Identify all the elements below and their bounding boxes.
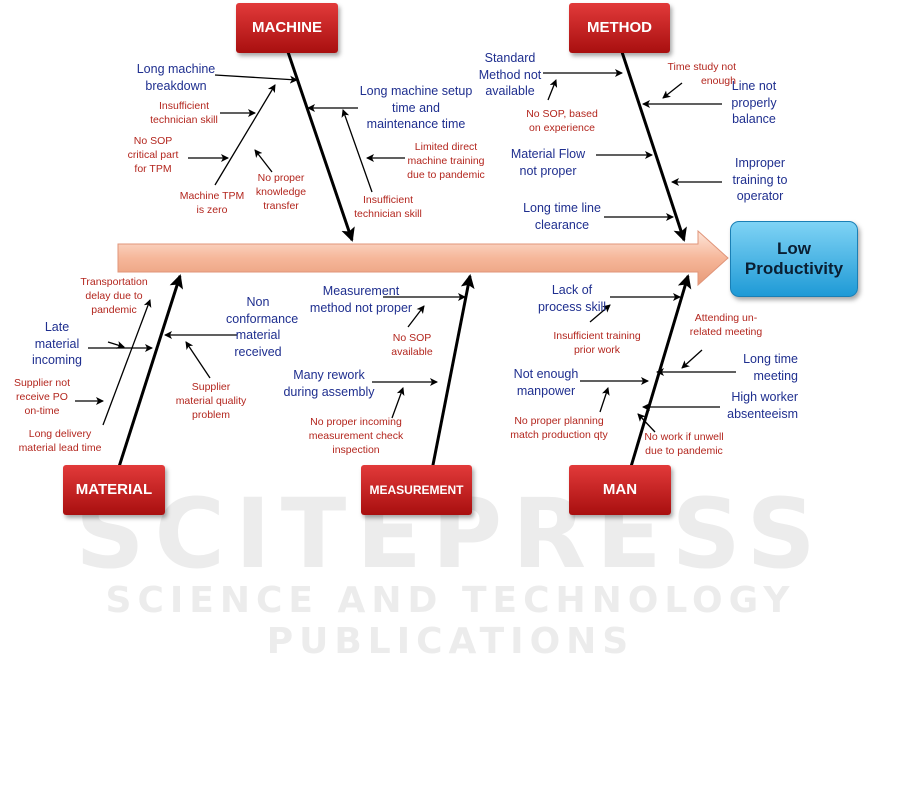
subcause-long-delivery-lead-time: Long delivery material lead time [18,428,102,454]
subcause-insufficient-technician-skill: Insufficient technician skill [150,100,218,126]
measurement-category-box: MEASUREMENT [361,465,472,515]
subcause-insufficient-training-prior-work: Insufficient training prior work [553,330,641,356]
subcause-insufficient-technician-skill-2: Insufficient technician skill [354,194,422,220]
cause-long-time-meeting: Long time meeting [743,352,798,383]
method-bone [620,51,687,242]
cause-high-worker-absenteeism: High worker absenteeism [727,390,798,421]
method-category-box: METHOD [569,3,670,53]
effect-label: Low Productivity [744,239,844,278]
watermark-subtitle: SCIENCE AND TECHNOLOGY PUBLICATIONS [105,580,796,662]
subcause-no-work-if-unwell: No work if unwell due to pandemic [644,431,724,457]
cause-standard-method-not-available: Standard Method not available [478,51,542,98]
subcause-machine-tpm-zero: Machine TPM is zero [179,190,245,216]
subcause-attending-unrelated-meeting: Attending un- related meeting [689,312,763,338]
man-category-box: MAN [569,465,671,515]
cause-long-time-line-clearance: Long time line clearance [523,201,601,232]
material-category-box: MATERIAL [63,465,165,515]
spine-arrow [117,229,729,287]
measurement-bone [430,274,475,471]
material-bone [116,274,184,471]
cause-lack-of-process-skill: Lack of process skill [537,283,607,314]
subcause-supplier-material-quality: Supplier material quality problem [175,381,247,421]
machine-bone [286,51,355,242]
subcause-no-proper-planning: No proper planning match production qty [510,415,608,441]
cause-not-enough-manpower: Not enough manpower [513,367,579,398]
cause-measurement-method-not-proper: Measurement method not proper [309,284,413,315]
cause-non-conformance-material: Non conformance material received [226,295,299,359]
subcause-no-sop-critical-part: No SOP critical part for TPM [127,135,179,175]
machine-category-box: MACHINE [236,3,338,53]
subcause-limited-machine-training: Limited direct machine training due to p… [407,141,485,181]
subcause-time-study-not-enough: Time study not enough [667,61,736,87]
cause-long-machine-setup: Long machine setup time and maintenance … [359,84,473,131]
cause-improper-training-to-operator: Improper training to operator [732,156,788,203]
subcause-transportation-delay: Transportation delay due to pandemic [80,276,148,316]
subcause-no-proper-knowledge-transfer: No proper knowledge transfer [255,172,307,212]
subcause-no-proper-incoming-check: No proper incoming measurement check ins… [308,416,404,456]
effect-box: Low Productivity [730,221,858,297]
cause-line-not-properly-balance: Line not properly balance [731,79,777,126]
cause-late-material-incoming: Late material incoming [31,320,83,367]
cause-material-flow-not-proper: Material Flow not proper [510,147,586,178]
subcause-no-sop-available: No SOP available [391,332,433,358]
subcause-supplier-not-receive-po: Supplier not receive PO on-time [13,377,71,417]
cause-many-rework-during-assembly: Many rework during assembly [283,368,375,399]
subcause-no-sop-based-on-experience: No SOP, based on experience [526,108,598,134]
cause-long-machine-breakdown: Long machine breakdown [136,62,216,93]
